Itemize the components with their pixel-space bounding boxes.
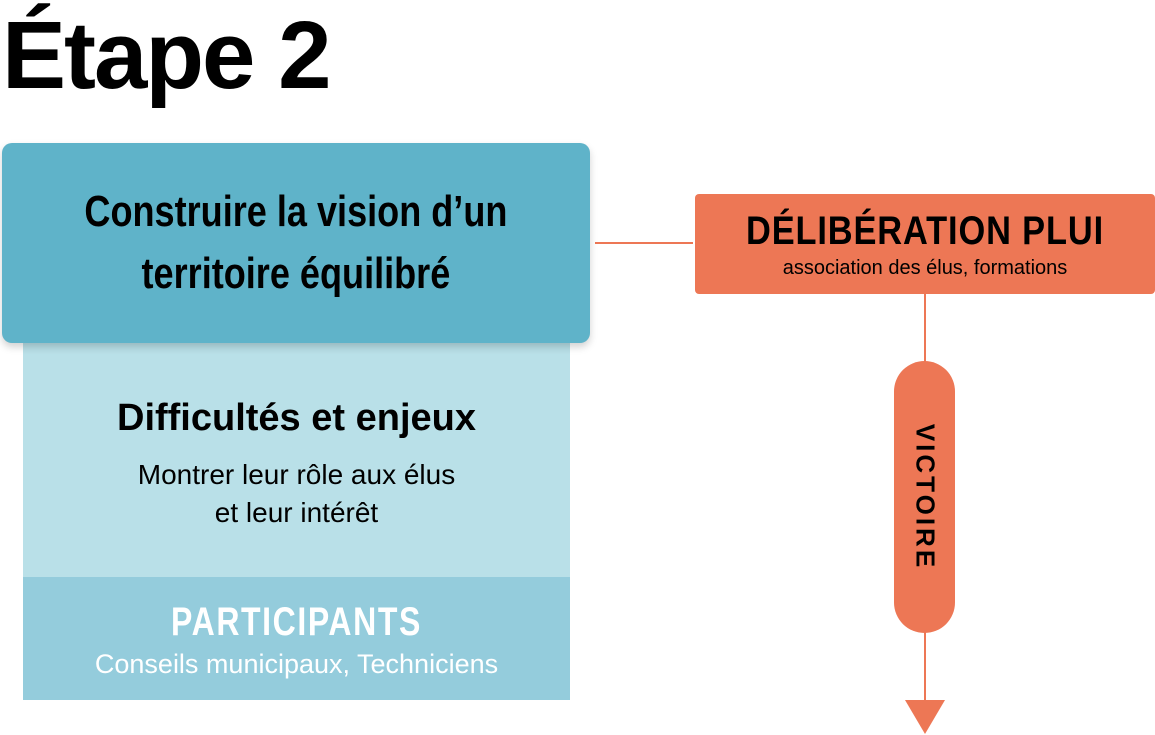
vision-box: Construire la vision d’un territoire équ… [2,143,590,343]
challenges-description: Montrer leur rôle aux élus et leur intér… [137,459,456,528]
horizontal-connector-line [595,242,693,244]
participants-panel: PARTICIPANTS Conseils municipaux, Techni… [23,577,570,700]
victory-pill: VICTOIRE [894,361,955,633]
challenges-panel: Difficultés et enjeux Montrer leur rôle … [23,340,570,577]
deliberation-title: DÉLIBÉRATION PLUI [745,209,1104,253]
victory-label: VICTOIRE [910,423,940,571]
vertical-connector-line-bottom [924,628,926,703]
participants-list: Conseils municipaux, Techniciens [94,649,499,679]
arrow-down-icon [905,700,945,734]
deliberation-subtitle: association des élus, formations [782,257,1068,279]
vertical-connector-line-top [924,294,926,364]
participants-heading: PARTICIPANTS [171,600,422,644]
page-title: Étape 2 [2,2,331,109]
challenges-heading: Difficultés et enjeux [117,397,476,439]
deliberation-box: DÉLIBÉRATION PLUI association des élus, … [695,194,1155,294]
vision-box-title: Construire la vision d’un territoire équ… [84,187,508,298]
